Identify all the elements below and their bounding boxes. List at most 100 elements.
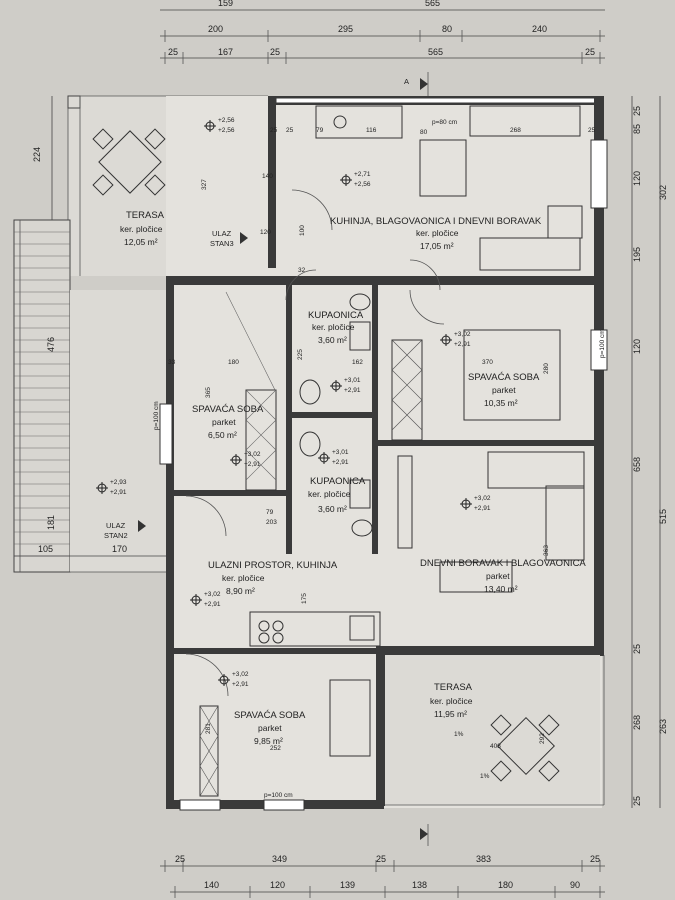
room-spavaca-bottom-area: 9,85 m²	[254, 736, 283, 746]
table-set-icon	[92, 128, 166, 196]
entrance-stan2: ULAZ STAN2	[104, 520, 146, 540]
level-4b: +2,91	[344, 387, 361, 394]
dim-right-inner-8: 25	[632, 796, 642, 806]
terrace-bottom-finish: ker. pločice	[430, 696, 473, 706]
dim-left-0: 224	[32, 147, 42, 162]
section-marker-bottom	[420, 824, 429, 846]
idim-br-5: 292	[539, 733, 546, 744]
level-3a: +3,02	[454, 331, 471, 338]
idim-mid-5: 370	[482, 359, 493, 366]
dim-right-inner-2: 120	[632, 171, 642, 186]
idim-top-1: 25	[286, 127, 294, 134]
terrace-top-finish: ker. pločice	[120, 224, 163, 234]
dim-bottom-r1-2: 25	[376, 854, 386, 864]
dim-right-inner-4: 120	[632, 339, 642, 354]
dim-bottom-r2-2: 139	[340, 880, 355, 890]
dim-top-r1-0: 200	[208, 24, 223, 34]
dim-top-r0-0: 159	[218, 0, 233, 8]
door-note-3: p=100 cm	[264, 792, 293, 799]
dim-bottom-r1-0: 25	[175, 854, 185, 864]
dim-top-r1-1: 295	[338, 24, 353, 34]
terrace-bottom-name: TERASA	[434, 682, 473, 693]
dim-top-r0-1: 565	[425, 0, 440, 8]
section-marker-top: A	[404, 72, 429, 96]
level-marker: +2,56 +2,56	[204, 117, 235, 134]
room-kupaonica1-area: 3,60 m²	[318, 335, 347, 345]
level-7b: +2,91	[110, 489, 127, 496]
dim-right-inner-5: 515	[658, 509, 668, 524]
slope-label-4: 1%	[480, 773, 490, 780]
idim-mid-1: 180	[228, 359, 239, 366]
dim-right-outer-1: 658	[632, 457, 642, 472]
room-ulazni-name: ULAZNI PROSTOR, KUHINJA	[208, 560, 338, 571]
dim-right-inner-1: 85	[632, 124, 642, 134]
idim-top-3: 116	[366, 127, 377, 134]
idim-low-7: 175	[301, 593, 308, 604]
dim-bottom-r2-3: 138	[412, 880, 427, 890]
staircase	[13, 219, 166, 573]
entrance-stan3: ULAZ STAN3	[210, 229, 248, 248]
room-ulazni-area: 8,90 m²	[226, 586, 255, 596]
door-note-0: p=100 cm	[153, 401, 160, 430]
room-kupaonica1-name: KUPAONICA	[308, 310, 364, 321]
idim-br-1: 281	[205, 723, 212, 734]
room-spavaca-mid-name: SPAVAĆA SOBA	[192, 404, 264, 415]
idim-mid-2: 225	[297, 349, 304, 360]
room-ulazni-finish: ker. pločice	[222, 573, 265, 583]
terrace-bottom-area: 11,95 m²	[434, 709, 467, 719]
idim-top-8: 100	[299, 225, 306, 236]
level-marker: +3,01 +2,91	[318, 449, 349, 466]
idim-mid-4: 162	[352, 359, 363, 366]
dim-top-r1-2: 80	[442, 24, 452, 34]
dim-left-2: 181	[46, 515, 56, 530]
room-kupaonica1-finish: ker. pločice	[312, 322, 355, 332]
section-label-top: A	[404, 77, 409, 86]
door-note-2: p=80 cm	[432, 119, 457, 126]
dim-bottom-r1-3: 383	[476, 854, 491, 864]
dim-left-1: 476	[46, 337, 56, 352]
room-spavaca-mid-finish: parket	[212, 417, 236, 427]
level-5b: +2,91	[244, 461, 261, 468]
level-marker: +3,02 +2,91	[440, 331, 471, 348]
right-dimensions: 25 85 120 195 120 515 25 268 25 302 658 …	[631, 96, 668, 808]
dim-top-r1-3: 240	[532, 24, 547, 34]
level-6a: +3,01	[332, 449, 349, 456]
dim-top-r2-0: 25	[168, 47, 178, 57]
top-dimensions: 159 565 200 295 80 240 25 167 25 565 25	[160, 0, 605, 64]
level-3b: +2,91	[454, 341, 471, 348]
dim-top-r2-1: 167	[218, 47, 233, 57]
level-9b: +2,91	[204, 601, 221, 608]
dim-right-inner-7: 268	[632, 715, 642, 730]
dim-left-3: 105	[38, 544, 53, 554]
dim-left-4: 170	[112, 544, 127, 554]
entrance-stan3-line1: ULAZ	[212, 229, 232, 238]
idim-low-1: 203	[266, 519, 277, 526]
door-note-1: p=100 cm	[599, 329, 606, 358]
level-marker: +3,01 +2,91	[330, 377, 361, 394]
idim-top-4: 268	[510, 127, 521, 134]
terrace-top-name: TERASA	[126, 210, 165, 221]
room-kupaonica2-area: 3,60 m²	[318, 504, 347, 514]
dim-bottom-r2-5: 90	[570, 880, 580, 890]
idim-top-9: 120	[260, 229, 271, 236]
idim-low-5: 363	[543, 545, 550, 556]
interior-dimensions: 25 25 79 116 268 25 327 140 100 120 80 3…	[153, 119, 606, 799]
dim-top-r2-3: 565	[428, 47, 443, 57]
room-kupaonica2-finish: ker. pločice	[308, 489, 351, 499]
level-4a: +3,01	[344, 377, 361, 384]
level-marker: +2,93 +2,91	[96, 479, 127, 496]
entrance-stan3-line2: STAN3	[210, 239, 234, 248]
room-dnevni-name: DNEVNI BORAVAK I BLAGOVAONICA	[420, 558, 586, 569]
level-5a: +3,02	[244, 451, 261, 458]
level-8a: +3,02	[474, 495, 491, 502]
level-1b: +2,56	[218, 127, 235, 134]
room-dnevni-area: 13,40 m²	[484, 584, 518, 594]
level-marker: +3,02 +2,91	[218, 671, 249, 688]
dim-right-outer-0: 302	[658, 185, 668, 200]
level-marker: +2,71 +2,56	[340, 171, 371, 188]
bottom-terrace: TERASA ker. pločice 11,95 m² 1% 1%	[385, 655, 605, 806]
level-1a: +2,56	[218, 117, 235, 124]
level-marker: +3,02 +2,91	[460, 495, 491, 512]
idim-mid-7: 365	[205, 387, 212, 398]
